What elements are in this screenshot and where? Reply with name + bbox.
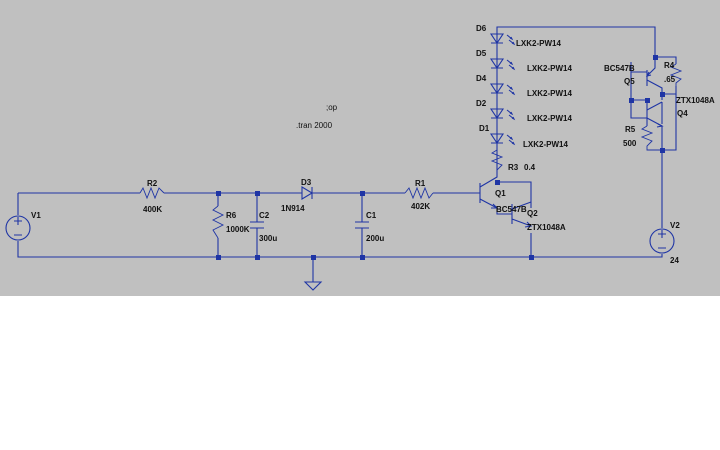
c2-ref: C2 (259, 211, 270, 220)
q4-ref: Q4 (677, 109, 688, 118)
d5-value: LXK2-PW14 (527, 64, 572, 73)
q5-value: BC547B (604, 64, 635, 73)
r3-resistor-symbol[interactable] (490, 149, 504, 177)
q1-transistor-symbol[interactable] (491, 203, 499, 209)
q2-value: ZTX1048A (527, 223, 566, 232)
d6-led-symbol[interactable] (489, 33, 516, 46)
d6-ref: D6 (476, 24, 487, 33)
r4-value: .65 (664, 75, 676, 84)
r1-ref: R1 (415, 179, 426, 188)
q2-transistor-symbol[interactable] (524, 221, 533, 228)
d1-led-symbol[interactable] (489, 133, 516, 146)
r4-resistor-symbol[interactable] (669, 63, 683, 86)
d2-ref: D2 (476, 99, 487, 108)
q4-transistor-symbol[interactable] (656, 123, 664, 128)
r5-ref: R5 (625, 125, 636, 134)
c1-value: 200u (366, 234, 384, 243)
wires (17, 26, 677, 282)
r2-resistor-symbol[interactable] (139, 186, 165, 200)
d4-value: LXK2-PW14 (527, 89, 572, 98)
op-directive[interactable]: ;op (326, 103, 338, 112)
d3-diode-symbol[interactable] (301, 186, 314, 200)
junctions (216, 55, 665, 260)
r2-ref: R2 (147, 179, 158, 188)
q5-transistor-symbol[interactable] (645, 71, 652, 77)
r1-value: 402K (411, 202, 430, 211)
d3-ref: D3 (301, 178, 312, 187)
r6-value: 1000K (226, 225, 250, 234)
v1-ref: V1 (31, 211, 41, 220)
d5-led-symbol[interactable] (489, 58, 516, 71)
c2-value: 300u (259, 234, 277, 243)
q1-ref: Q1 (495, 189, 506, 198)
d5-ref: D5 (476, 49, 487, 58)
r3-value: 0.4 (524, 163, 536, 172)
v2-source-symbol[interactable] (649, 228, 675, 254)
r1-resistor-symbol[interactable] (404, 186, 434, 200)
tran-directive[interactable]: .tran 2000 (296, 121, 333, 130)
d2-value: LXK2-PW14 (527, 114, 572, 123)
d4-ref: D4 (476, 74, 487, 83)
r2-value: 400K (143, 205, 162, 214)
q2-ref: Q2 (527, 209, 538, 218)
ground-symbol[interactable] (303, 281, 323, 291)
d1-value: LXK2-PW14 (523, 140, 568, 149)
v2-ref: V2 (670, 221, 680, 230)
r6-ref: R6 (226, 211, 237, 220)
r3-ref: R3 (508, 163, 519, 172)
v2-value: 24 (670, 256, 679, 265)
r4-ref: R4 (664, 61, 675, 70)
d3-value: 1N914 (281, 204, 305, 213)
r5-value: 500 (623, 139, 637, 148)
q1-value: BC547B (496, 205, 527, 214)
c2-capacitor-symbol[interactable] (250, 221, 264, 229)
q5-ref: Q5 (624, 77, 635, 86)
q4-value: ZTX1048A (676, 96, 715, 105)
d2-led-symbol[interactable] (489, 108, 516, 121)
c1-ref: C1 (366, 211, 377, 220)
v1-source-symbol[interactable] (5, 215, 31, 241)
r6-resistor-symbol[interactable] (211, 205, 225, 239)
d4-led-symbol[interactable] (489, 83, 516, 96)
c1-capacitor-symbol[interactable] (355, 221, 369, 229)
d1-ref: D1 (479, 124, 490, 133)
r5-resistor-symbol[interactable] (640, 125, 662, 151)
schematic-background (0, 0, 720, 296)
d6-value: LXK2-PW14 (516, 39, 561, 48)
